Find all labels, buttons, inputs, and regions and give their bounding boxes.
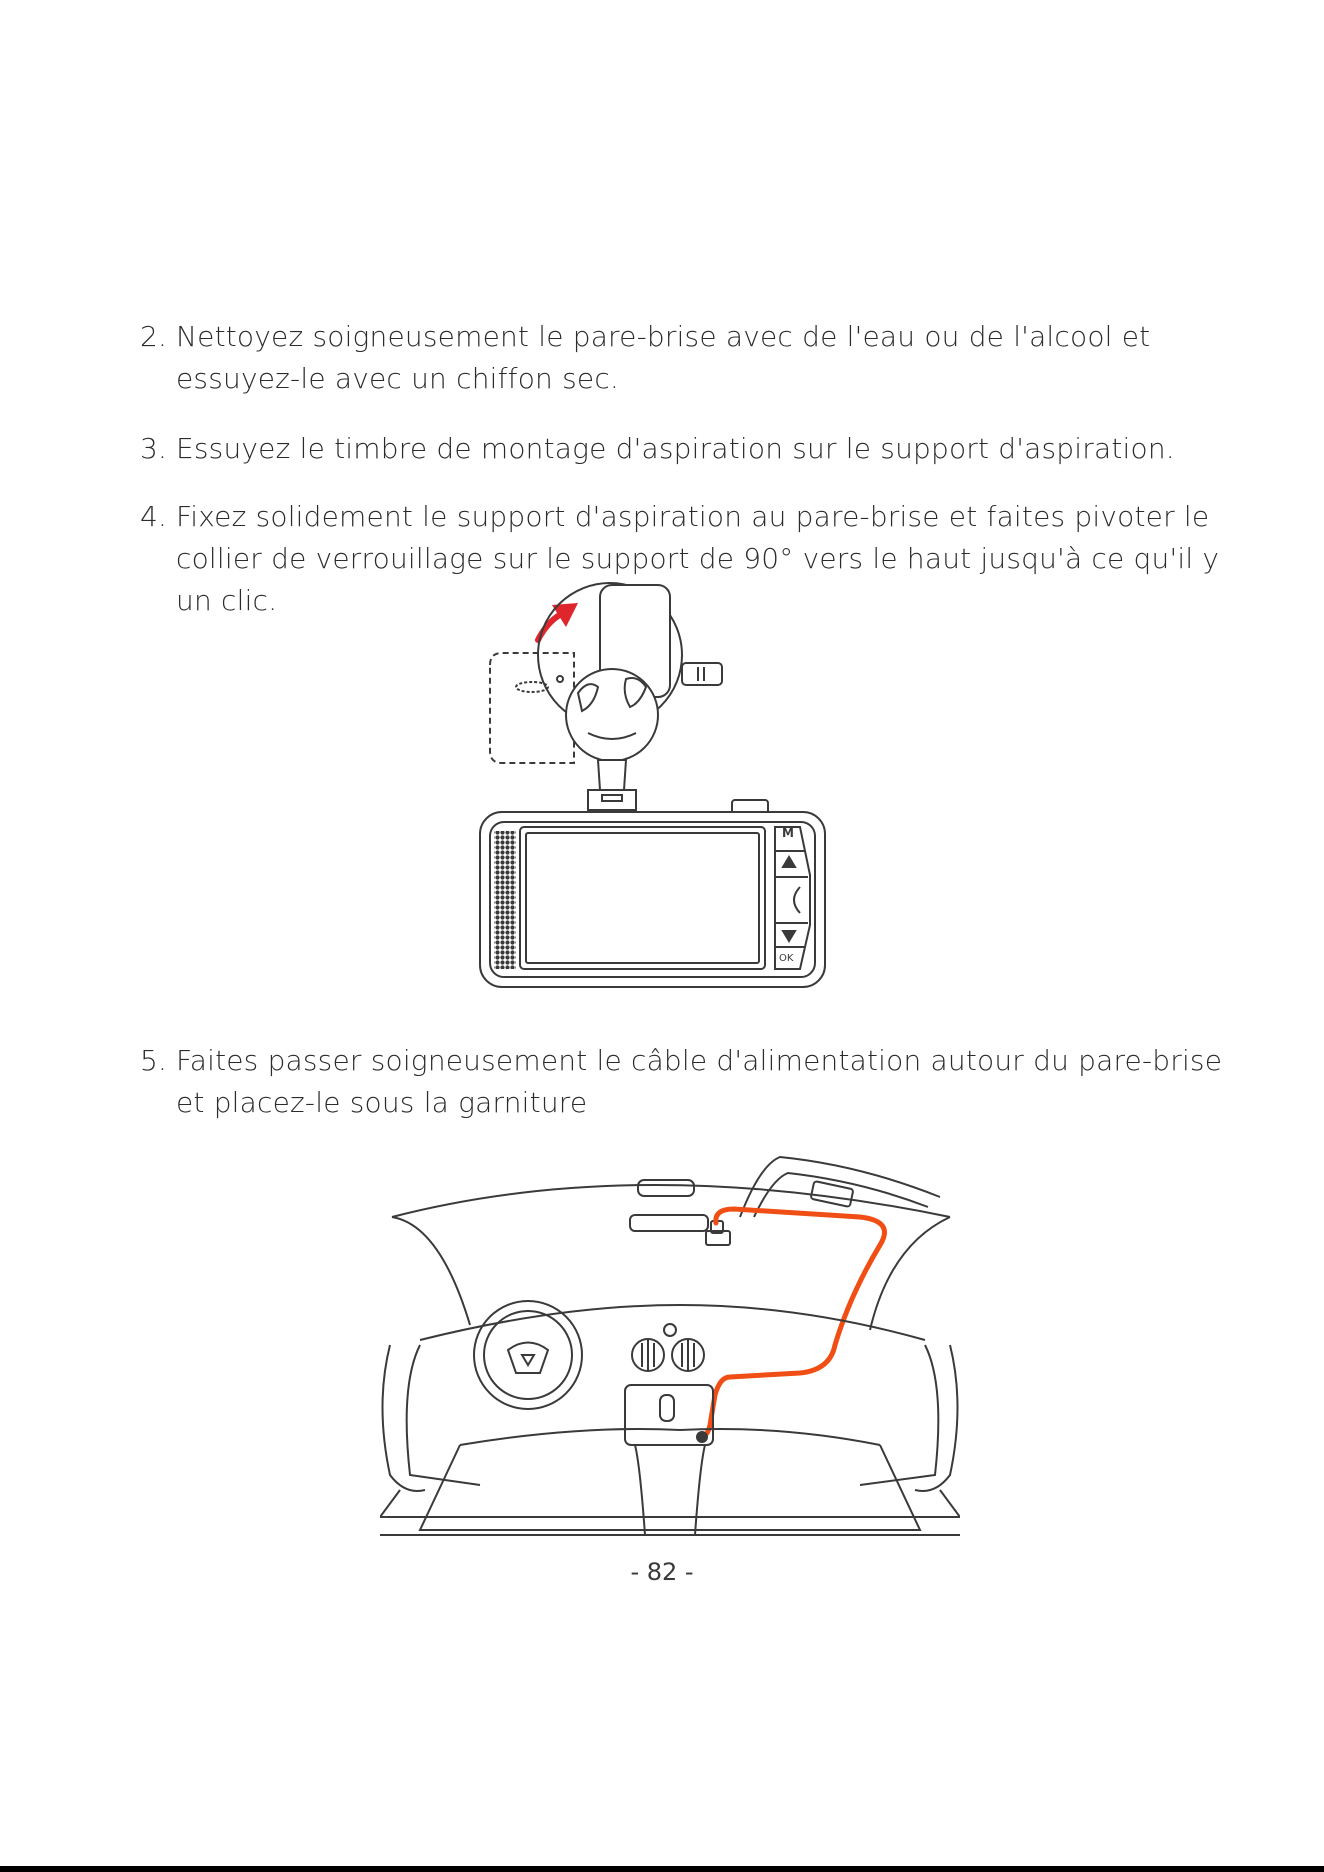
step-text: Nettoyez soigneusement le pare-brise ave… xyxy=(176,320,1151,395)
bottom-rule xyxy=(0,1866,1324,1872)
power-cable xyxy=(699,1206,887,1440)
camera-button-m: M xyxy=(782,826,794,840)
dashcam-mount-drawing xyxy=(479,582,826,988)
step-number: 3. xyxy=(140,432,168,465)
car-interior-illustration xyxy=(379,1145,961,1540)
ball-joint xyxy=(565,668,659,762)
step-4: 4. Fixez solidement le support d'aspirat… xyxy=(140,496,1230,622)
speaker-grille xyxy=(494,831,516,969)
rear-view-mirror xyxy=(629,1214,709,1232)
mount-illustration: M OK xyxy=(470,575,870,1015)
windshield-top xyxy=(391,1184,951,1218)
down-arrow-icon xyxy=(781,930,797,943)
step-5: 5. Faites passer soigneusement le câble … xyxy=(140,1040,1230,1124)
step-number: 2. xyxy=(140,320,168,353)
air-vent-left xyxy=(631,1338,665,1372)
step-text: Faites passer soigneusement le câble d'a… xyxy=(176,1044,1223,1119)
car-cable-routing-drawing xyxy=(379,1155,961,1536)
arrow-head-icon xyxy=(552,603,578,627)
camera-screen xyxy=(519,826,766,970)
camera-button-ok: OK xyxy=(779,953,794,964)
step-number: 4. xyxy=(140,500,168,533)
up-arrow-icon xyxy=(781,855,797,868)
step-text: Essuyez le timbre de montage d'aspiratio… xyxy=(176,432,1175,465)
suction-pad-outline xyxy=(489,652,575,764)
step-3: 3. Essuyez le timbre de montage d'aspira… xyxy=(140,428,1230,470)
steering-wheel xyxy=(473,1300,583,1410)
dashboard-top xyxy=(419,1303,926,1341)
step-text: Fixez solidement le support d'aspiration… xyxy=(176,500,1220,617)
center-console xyxy=(624,1384,714,1446)
step-number: 5. xyxy=(140,1044,168,1077)
page-number: - 82 - xyxy=(630,1558,694,1586)
air-vent-right xyxy=(671,1338,705,1372)
gear-shift xyxy=(659,1394,675,1422)
camera-body xyxy=(479,811,826,988)
dashcam-icon xyxy=(705,1230,731,1246)
step-2: 2. Nettoyez soigneusement le pare-brise … xyxy=(140,316,1230,400)
